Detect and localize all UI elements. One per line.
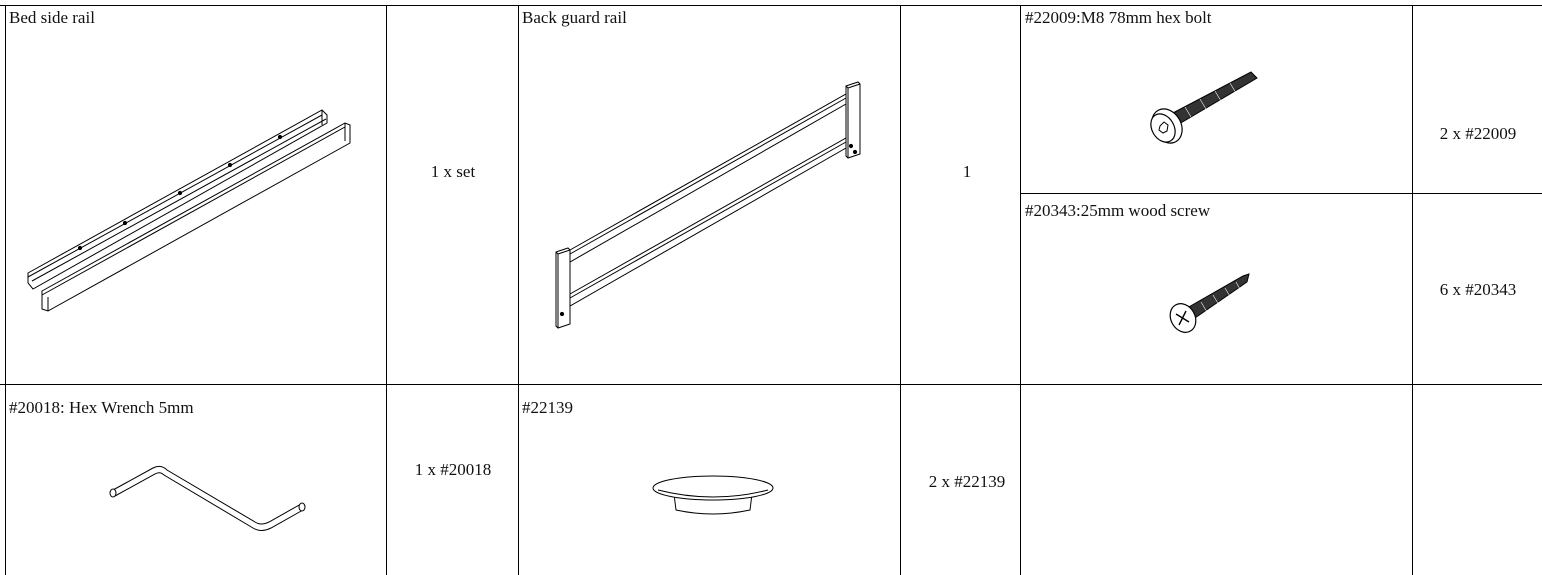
- column-divider: [900, 5, 901, 575]
- column-divider: [1412, 5, 1413, 575]
- part-label-back-guard-rail: Back guard rail: [522, 8, 627, 27]
- row-divider: [0, 384, 1542, 385]
- back-guard-rail-icon: [550, 82, 870, 332]
- part-quantity-hex-wrench: 1 x #20018: [414, 460, 492, 479]
- part-label-wood-screw: #20343:25mm wood screw: [1025, 201, 1211, 220]
- part-label-hex-wrench: #20018: Hex Wrench 5mm: [9, 398, 194, 417]
- part-quantity-cap: 2 x #22139: [928, 472, 1006, 491]
- part-label-bed-side-rail: Bed side rail: [9, 8, 95, 27]
- column-divider: [1020, 5, 1021, 575]
- hex-wrench-icon: [105, 460, 315, 540]
- part-quantity-bed-side-rail: 1 x set: [430, 162, 476, 181]
- part-quantity-wood-screw: 6 x #20343: [1439, 280, 1517, 299]
- part-quantity-hex-bolt: 2 x #22009: [1439, 124, 1517, 143]
- bed-side-rail-icon: [20, 105, 365, 315]
- part-label-hex-bolt: #22009:M8 78mm hex bolt: [1025, 8, 1212, 27]
- cap-icon: [648, 470, 778, 520]
- table-border-top: [0, 5, 1542, 6]
- column-divider: [5, 5, 6, 575]
- column-divider: [386, 5, 387, 575]
- hex-bolt-icon: [1145, 66, 1265, 156]
- part-label-cap: #22139: [522, 398, 573, 417]
- wood-screw-icon: [1165, 270, 1255, 335]
- cell-divider: [1020, 193, 1542, 194]
- column-divider: [518, 5, 519, 575]
- part-quantity-back-guard-rail: 1: [962, 162, 972, 181]
